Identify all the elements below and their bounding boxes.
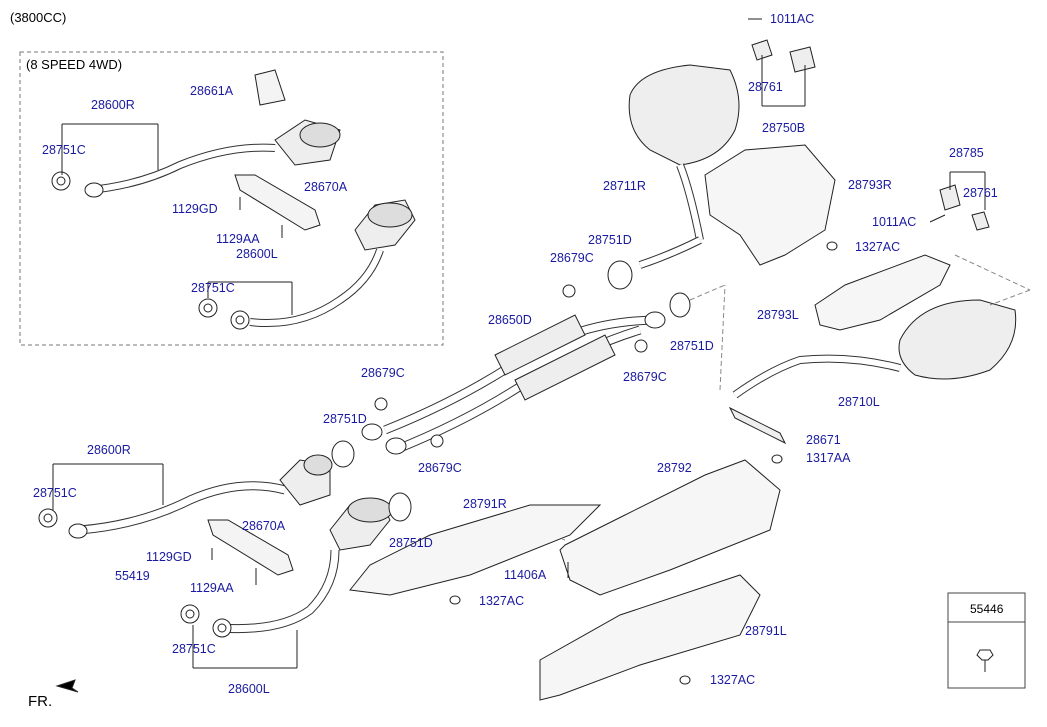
part-28793R[interactable]: 28793R <box>848 178 892 192</box>
legend-part-number: 55446 <box>970 602 1004 616</box>
part-28751C-inset2[interactable]: 28751C <box>191 281 235 295</box>
part-28710L[interactable]: 28710L <box>838 395 880 409</box>
part-28670A-inset[interactable]: 28670A <box>304 180 348 194</box>
part-1011AC-right[interactable]: 1011AC <box>872 215 917 229</box>
part-1327AC-low[interactable]: 1327AC <box>479 594 525 608</box>
part-28791L[interactable]: 28791L <box>745 624 787 638</box>
part-28793L[interactable]: 28793L <box>757 308 799 322</box>
part-28600R-inset[interactable]: 28600R <box>91 98 135 112</box>
part-28761-right[interactable]: 28761 <box>963 186 998 200</box>
heat-shield-front-l <box>539 574 761 701</box>
part-28751C-2[interactable]: 28751C <box>172 642 216 656</box>
inset-bracket <box>234 174 321 231</box>
heat-shield-r <box>704 144 836 266</box>
part-28792[interactable]: 28792 <box>657 461 692 475</box>
front-marker: FR. <box>28 693 53 710</box>
center-pipe <box>361 311 666 455</box>
part-28750B[interactable]: 28750B <box>762 121 806 135</box>
part-28679C-left[interactable]: 28679C <box>361 366 405 380</box>
part-1327AC-bottom[interactable]: 1327AC <box>710 673 756 687</box>
part-28650D[interactable]: 28650D <box>488 313 532 327</box>
part-28761-top[interactable]: 28761 <box>748 80 783 94</box>
heat-shield-center <box>559 459 781 596</box>
part-28600R[interactable]: 28600R <box>87 443 131 457</box>
part-11406A[interactable]: 11406A <box>504 568 547 582</box>
part-28785[interactable]: 28785 <box>949 146 984 160</box>
part-28751D-top[interactable]: 28751D <box>588 233 632 247</box>
part-28791R[interactable]: 28791R <box>463 497 507 511</box>
front-arrow-icon <box>55 679 79 693</box>
part-28600L-inset[interactable]: 28600L <box>236 247 278 261</box>
part-1011AC-top[interactable]: 1011AC <box>770 12 815 26</box>
heat-shield-l <box>814 254 951 331</box>
part-1327AC-top[interactable]: 1327AC <box>855 240 901 254</box>
inset-front-pipe-l <box>198 199 416 330</box>
part-28751C-1[interactable]: 28751C <box>33 486 77 500</box>
part-1129GD-inset[interactable]: 1129GD <box>172 202 218 216</box>
part-28671[interactable]: 28671 <box>806 433 841 447</box>
part-28679C-top[interactable]: 28679C <box>550 251 594 265</box>
part-28751D-mid[interactable]: 28751D <box>670 339 714 353</box>
variant-label: (8 SPEED 4WD) <box>26 57 123 72</box>
bolt-icon <box>976 649 994 672</box>
part-1129AA[interactable]: 1129AA <box>190 581 234 595</box>
inset-front-pipe-r <box>51 69 341 198</box>
part-28679C-low[interactable]: 28679C <box>418 461 462 475</box>
engine-label: (3800CC) <box>10 10 67 25</box>
muffler-r <box>628 64 740 269</box>
part-28711R[interactable]: 28711R <box>603 179 646 193</box>
part-55419[interactable]: 55419 <box>115 569 150 583</box>
part-1317AA[interactable]: 1317AA <box>806 451 851 465</box>
front-pipe-l <box>180 497 393 638</box>
part-1129AA-inset[interactable]: 1129AA <box>216 232 260 246</box>
inset-box <box>19 51 444 346</box>
front-pipe-r <box>38 454 333 539</box>
part-28751C-inset1[interactable]: 28751C <box>42 143 86 157</box>
part-28670A[interactable]: 28670A <box>242 519 286 533</box>
hanger <box>728 406 787 445</box>
part-28600L[interactable]: 28600L <box>228 682 270 696</box>
muffler-l <box>732 299 1017 399</box>
part-28661A[interactable]: 28661A <box>190 84 234 98</box>
part-1129GD[interactable]: 1129GD <box>146 550 192 564</box>
heat-shield-front-r <box>349 504 602 596</box>
part-28679C-mid[interactable]: 28679C <box>623 370 667 384</box>
part-28751D-left[interactable]: 28751D <box>323 412 367 426</box>
bracket <box>207 519 294 576</box>
part-28751D-low[interactable]: 28751D <box>389 536 433 550</box>
